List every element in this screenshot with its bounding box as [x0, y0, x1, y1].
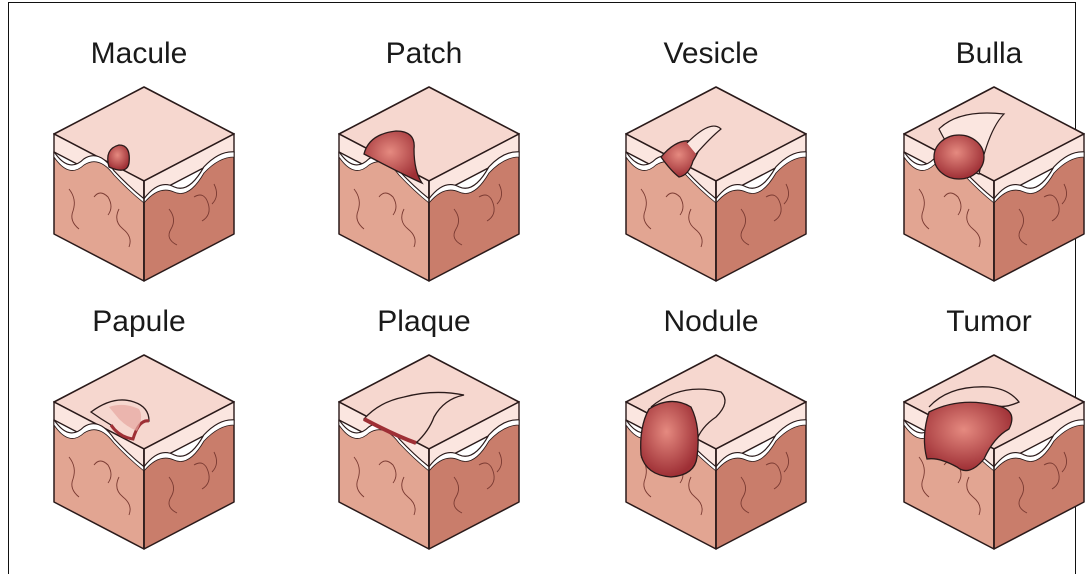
skin-block-vesicle [621, 79, 811, 284]
label-patch: Patch [314, 35, 534, 73]
panel-bulla: Bulla [879, 35, 1086, 315]
skin-block-plaque [334, 347, 524, 552]
panel-papule: Papule [29, 303, 249, 583]
label-tumor: Tumor [879, 303, 1086, 341]
panel-patch: Patch [314, 35, 534, 315]
panel-nodule: Nodule [601, 303, 821, 583]
skin-block-papule [49, 347, 239, 552]
panel-tumor: Tumor [879, 303, 1086, 583]
skin-block-bulla [899, 79, 1086, 284]
label-macule: Macule [29, 35, 249, 73]
panel-macule: Macule [29, 35, 249, 315]
skin-block-macule [49, 79, 239, 284]
label-papule: Papule [29, 303, 249, 341]
label-vesicle: Vesicle [601, 35, 821, 73]
label-plaque: Plaque [314, 303, 534, 341]
lesion-nodule [641, 401, 698, 477]
skin-block-patch [334, 79, 524, 284]
skin-block-nodule [621, 347, 811, 552]
skin-block-tumor [899, 347, 1086, 552]
label-bulla: Bulla [879, 35, 1086, 73]
lesion-macule [108, 145, 130, 170]
figure-frame: Macule Patch Vesicle Bulla Papule Plaque… [8, 2, 1076, 574]
lesion-bulla [934, 135, 984, 179]
panel-vesicle: Vesicle [601, 35, 821, 315]
panel-plaque: Plaque [314, 303, 534, 583]
label-nodule: Nodule [601, 303, 821, 341]
